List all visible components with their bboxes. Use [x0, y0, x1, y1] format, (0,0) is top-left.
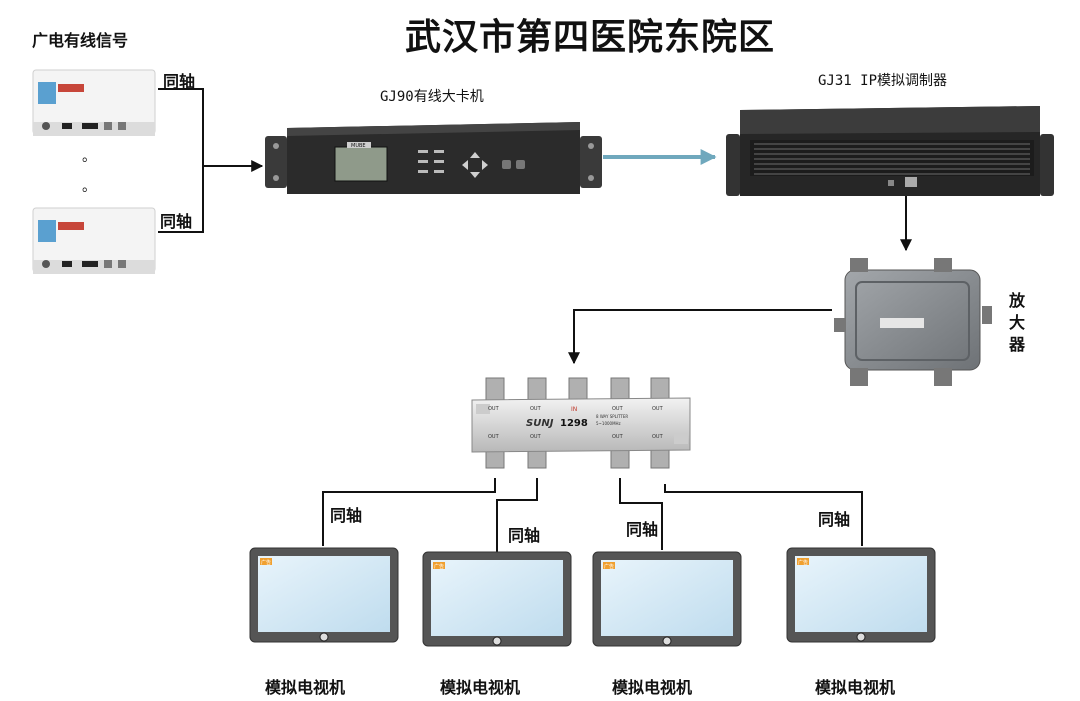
- splitter-device: [471, 377, 691, 469]
- tv-3: [592, 551, 742, 647]
- splitter-spec-2: 5~1000MHz: [596, 421, 621, 426]
- coax-line-to-splitter: [568, 309, 832, 365]
- splitter-model: 1298: [560, 418, 588, 429]
- ellipsis-dot: 。: [82, 179, 96, 195]
- tv-2: [422, 551, 572, 647]
- tv-label: 模拟电视机: [265, 678, 346, 697]
- source-label: 广电有线信号: [32, 31, 129, 50]
- splitter-out-label: OUT: [612, 406, 624, 412]
- coax-label: 同轴: [163, 72, 196, 91]
- coax-lines-output: [322, 478, 863, 552]
- card-machine-panel-text: MUBE: [351, 143, 366, 149]
- tv-badge: 广告: [798, 559, 808, 566]
- coax-label: 同轴: [508, 526, 541, 545]
- coax-label: 同轴: [330, 506, 363, 525]
- splitter-spec-1: 8 WAY SPLITTER: [596, 414, 628, 419]
- splitter-out-label: OUT: [488, 434, 500, 440]
- coax-label: 同轴: [160, 212, 193, 231]
- splitter-out-label: OUT: [530, 434, 542, 440]
- set-top-box-2: [32, 207, 156, 274]
- card-machine-device: [265, 122, 602, 194]
- tv-label: 模拟电视机: [815, 678, 896, 697]
- splitter-in-label: IN: [571, 406, 577, 413]
- splitter-out-label: OUT: [652, 434, 664, 440]
- modulator-label: GJ31 IP模拟调制器: [818, 73, 948, 89]
- tv-label: 模拟电视机: [612, 678, 693, 697]
- diagram-title: 武汉市第四医院东院区: [405, 17, 776, 58]
- splitter-out-label: OUT: [488, 406, 500, 412]
- coax-label: 同轴: [626, 520, 659, 539]
- splitter-out-label: OUT: [530, 406, 542, 412]
- amplifier-device: [834, 258, 992, 386]
- tv-label: 模拟电视机: [440, 678, 521, 697]
- coax-label: 同轴: [818, 510, 851, 529]
- splitter-out-label: OUT: [652, 406, 664, 412]
- coax-lines-input: [158, 88, 264, 233]
- tv-4: [786, 547, 936, 643]
- modulator-device: [726, 106, 1054, 196]
- tv-badge: 广告: [604, 563, 614, 570]
- splitter-out-label: OUT: [612, 434, 624, 440]
- tv-1: [249, 547, 399, 643]
- tv-badge: 广告: [261, 559, 271, 566]
- amplifier-label: 放大器: [1008, 291, 1025, 354]
- set-top-box-1: [32, 69, 156, 136]
- tv-badge: 广告: [434, 563, 444, 570]
- splitter-brand: SUNJ: [526, 418, 554, 429]
- card-machine-label: GJ90有线大卡机: [380, 89, 484, 105]
- ellipsis-dot: 。: [82, 149, 96, 165]
